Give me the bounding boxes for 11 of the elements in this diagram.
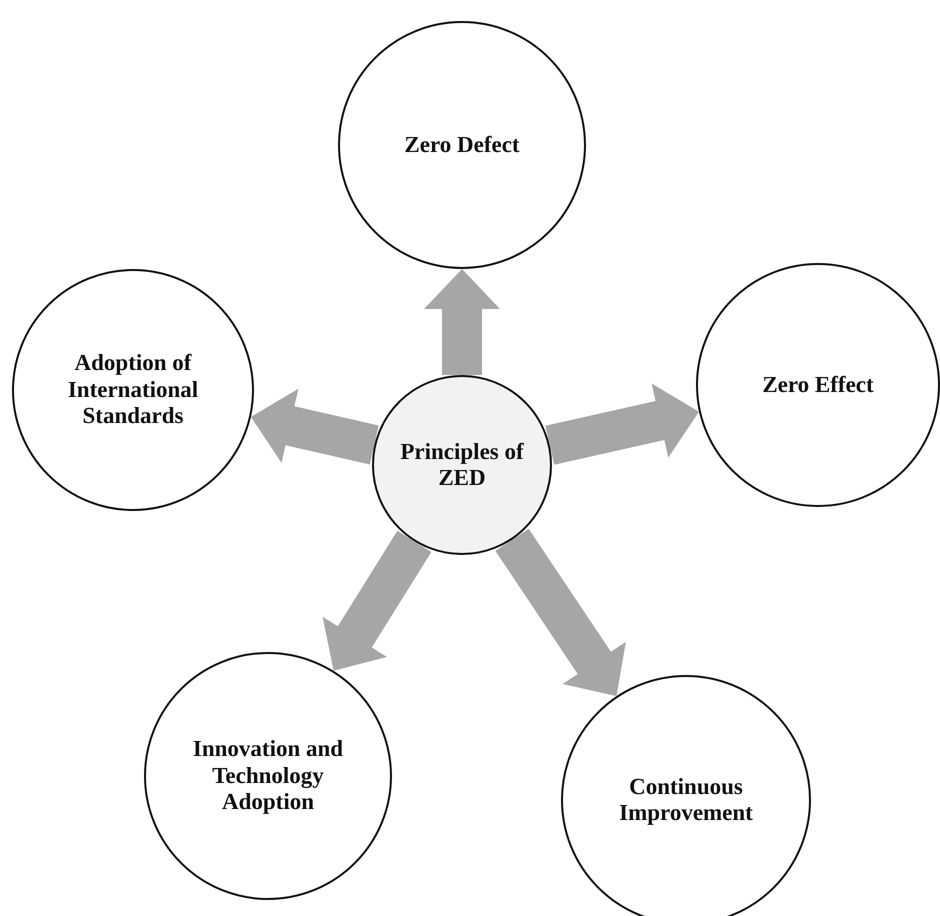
block-arrow xyxy=(545,383,699,465)
node-label: Innovation and Technology Adoption xyxy=(192,736,344,816)
node-label: Continuous Improvement xyxy=(618,774,754,826)
node-label: Zero Defect xyxy=(403,132,521,158)
block-arrow xyxy=(424,269,500,375)
node-label: Principles of ZED xyxy=(399,438,525,492)
block-arrow xyxy=(495,528,626,696)
block-arrow xyxy=(250,388,379,464)
node-label: Zero Effect xyxy=(761,372,875,398)
block-arrow xyxy=(322,530,432,671)
node-label: Adoption of International Standards xyxy=(66,350,200,430)
